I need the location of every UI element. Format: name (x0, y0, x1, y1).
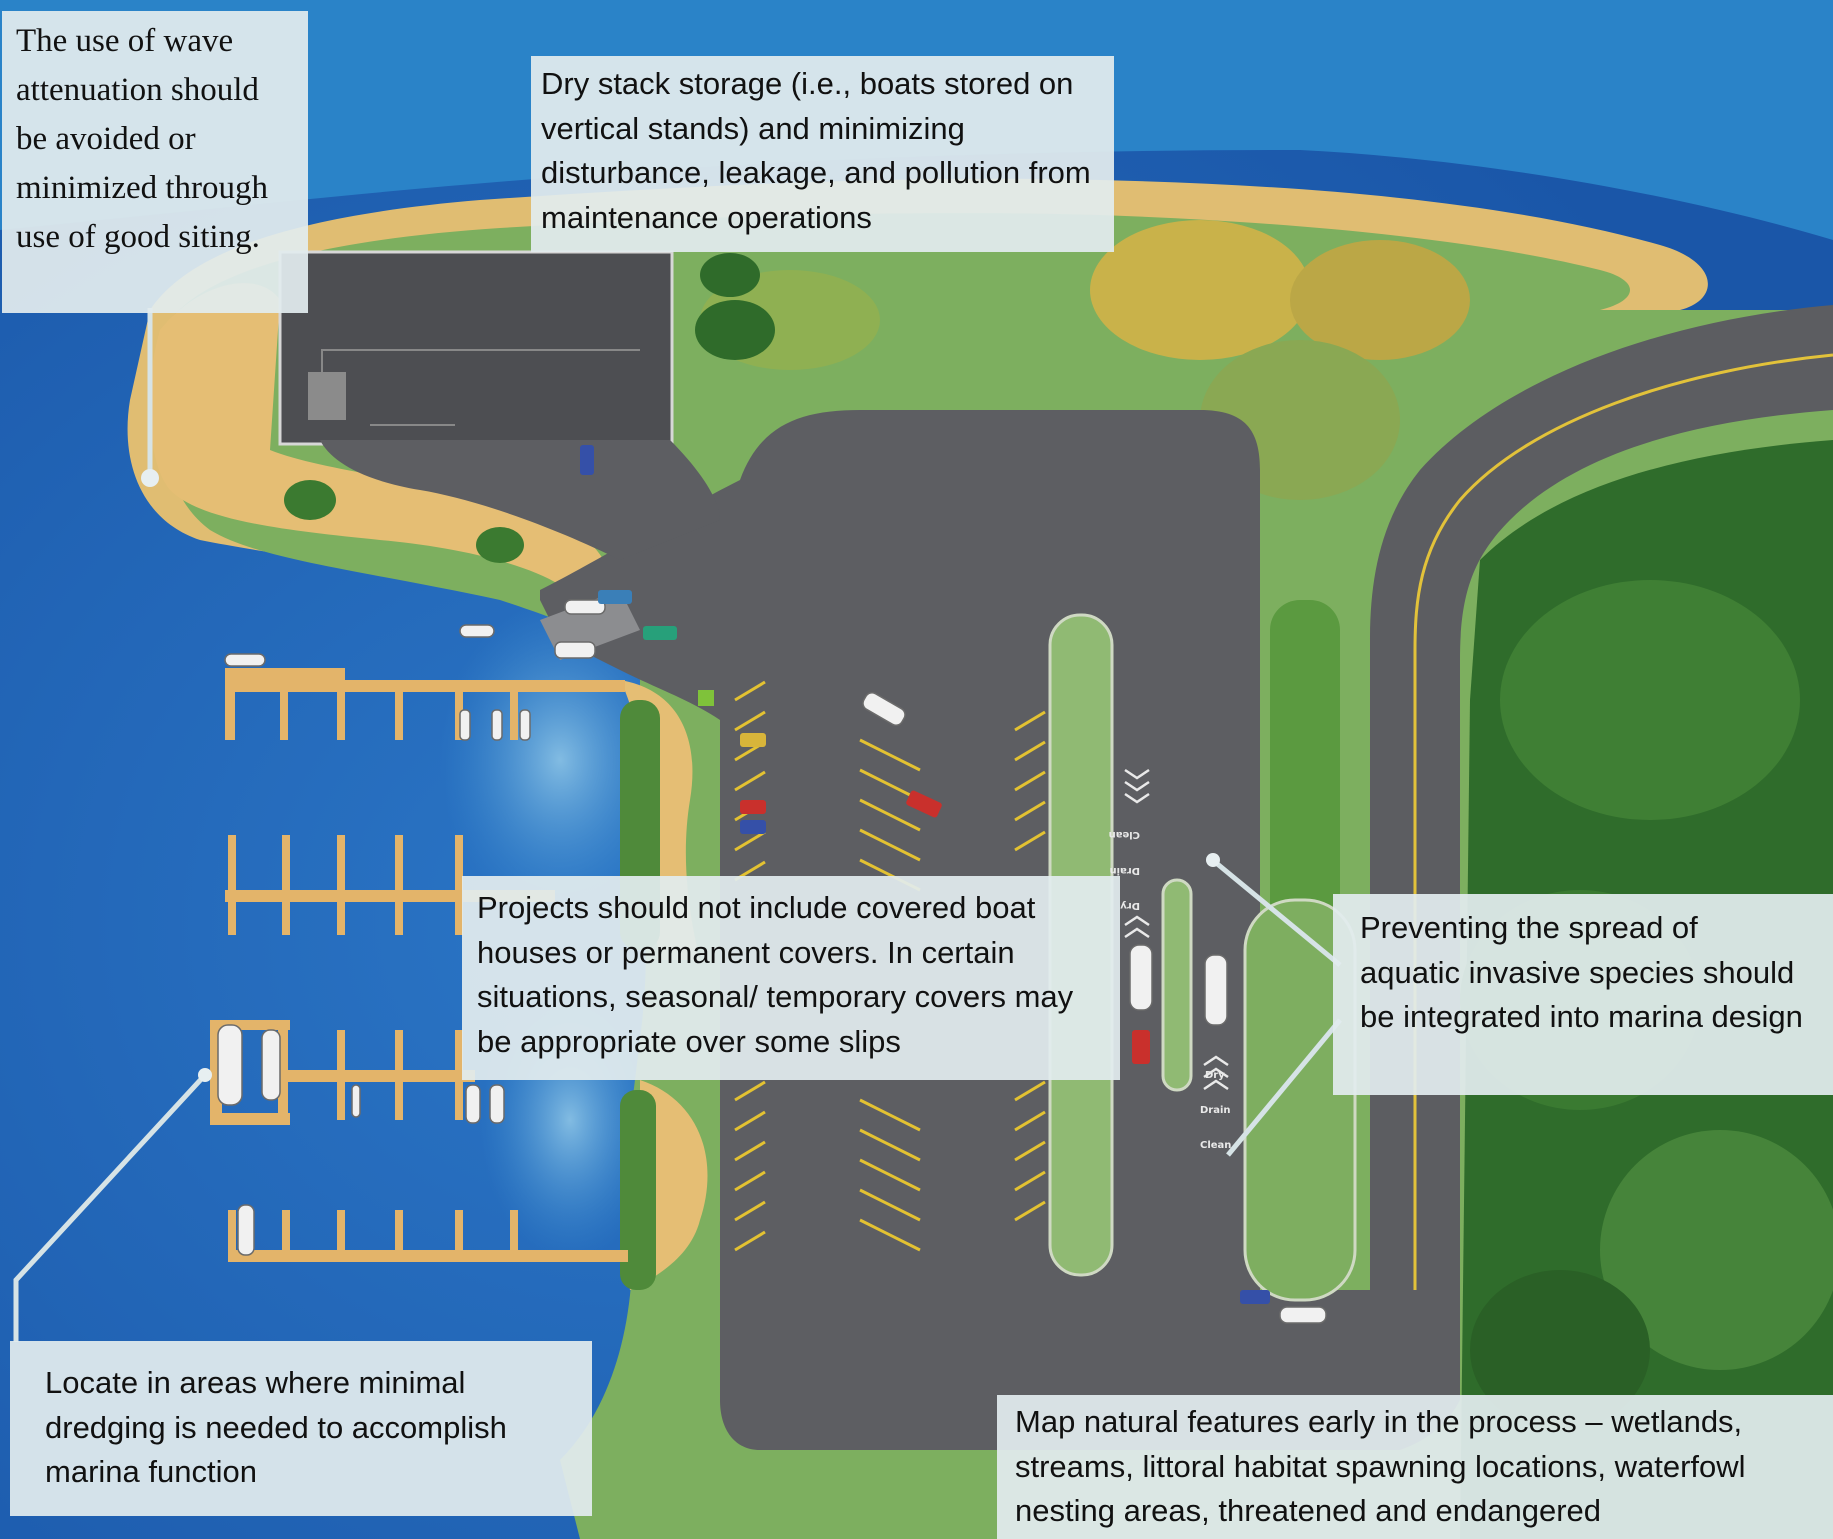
forest (1500, 580, 1800, 820)
callout-wave-attenuation-text: The use of wave attenuation should be av… (16, 23, 269, 255)
building-apron (320, 440, 720, 560)
roof-pipe (321, 349, 640, 372)
callout-natural-features-text: Map natural features early in the proces… (1015, 1404, 1746, 1528)
forest (1470, 1270, 1650, 1430)
callout-dry-stack-storage: Dry stack storage (i.e., boats stored on… (531, 56, 1114, 252)
callout-pointer-dot (1206, 853, 1220, 867)
callout-invasive-species: Preventing the spread of aquatic invasiv… (1333, 894, 1833, 1095)
callout-wave-attenuation: The use of wave attenuation should be av… (2, 11, 308, 313)
parking-median (1161, 878, 1193, 1092)
ground-label-drain: Drain (1200, 1105, 1231, 1116)
callout-minimal-dredging-text: Locate in areas where minimal dredging i… (45, 1365, 507, 1489)
road-centerline (1413, 353, 1833, 1400)
callout-invasive-species-text: Preventing the spread of aquatic invasiv… (1360, 910, 1803, 1034)
boats (217, 599, 1327, 1324)
parking-stalls (734, 680, 1046, 1252)
callout-minimal-dredging: Locate in areas where minimal dredging i… (10, 1341, 592, 1516)
building-roof-unit (308, 372, 346, 420)
parking-median (1243, 898, 1357, 1302)
vehicles (580, 445, 1270, 1304)
right-lane-stencils: Dry Drain Clean (1200, 1070, 1231, 1151)
ground-label-clean: Clean (1109, 829, 1140, 840)
ground-label-clean: Clean (1200, 1140, 1231, 1151)
tree (700, 253, 760, 297)
ground-label-dry: Dry (1205, 1070, 1225, 1081)
tree (284, 480, 336, 520)
callout-pointer-dot (141, 469, 159, 487)
sand-beach (149, 283, 610, 585)
shrub-patch (1090, 220, 1310, 360)
callout-leader-lines (13, 308, 1342, 1342)
tree (695, 300, 775, 360)
callout-pointer-dot (198, 1068, 212, 1082)
shrub-patch (1290, 240, 1470, 360)
forest (1600, 1130, 1833, 1370)
callout-covered-boathouses: Projects should not include covered boat… (462, 876, 1120, 1080)
callout-dry-stack-storage-text: Dry stack storage (i.e., boats stored on… (541, 66, 1091, 235)
ground-label-drain: Drain (1109, 865, 1140, 876)
lane-chevrons (1124, 768, 1229, 1091)
riparian-buffer (620, 1090, 656, 1290)
ground-label-dry: Dry (1120, 900, 1140, 911)
tree (476, 527, 524, 563)
callout-natural-features: Map natural features early in the proces… (997, 1395, 1833, 1539)
callout-covered-boathouses-text: Projects should not include covered boat… (477, 890, 1074, 1059)
left-lane-stencils: Clean Drain Dry (1109, 829, 1140, 911)
